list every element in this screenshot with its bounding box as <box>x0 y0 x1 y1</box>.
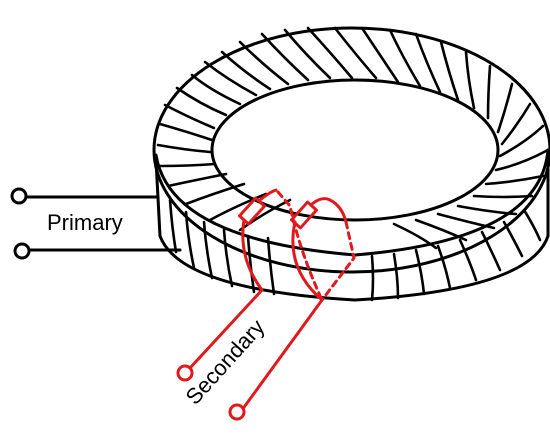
side-winding-turns <box>168 198 542 302</box>
toroid-inner-hole <box>210 78 500 222</box>
primary-terminal-top <box>10 187 28 205</box>
primary-label: Primary <box>47 210 123 235</box>
secondary-hidden-path <box>276 190 324 302</box>
secondary-winding <box>176 188 356 421</box>
primary-terminal-bottom <box>13 242 31 260</box>
secondary-lead-1 <box>188 218 264 370</box>
toroid-outer-top-edge <box>152 26 550 274</box>
secondary-terminal-bottom <box>228 403 246 421</box>
primary-winding-turns <box>156 26 550 250</box>
secondary-terminal-top <box>176 364 194 382</box>
toroid-outer-bottom-edge <box>154 148 550 302</box>
